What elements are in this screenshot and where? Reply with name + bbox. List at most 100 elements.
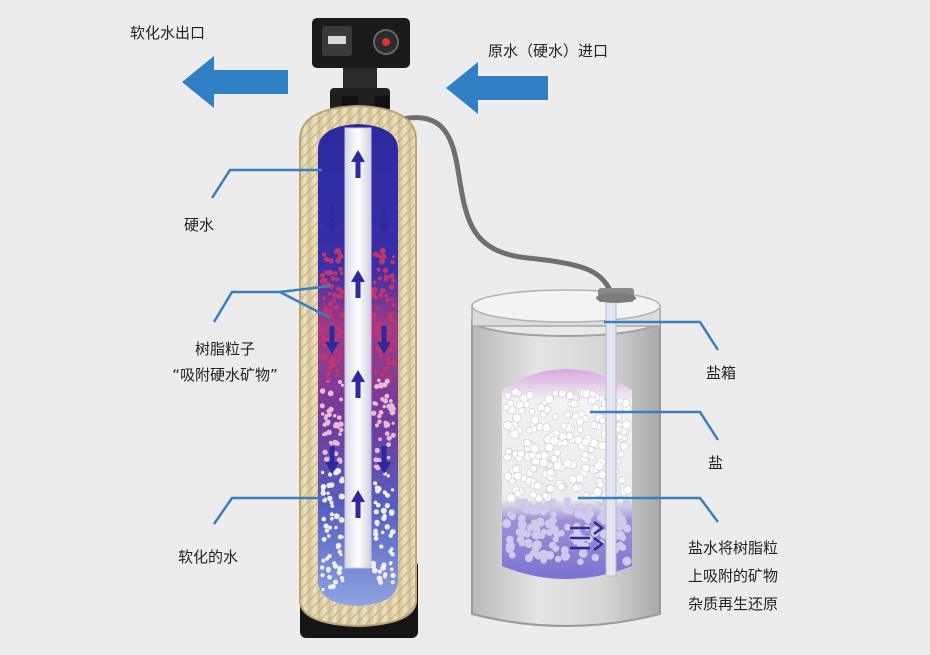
label-brine-line1: 盐水将树脂粒 <box>688 539 779 557</box>
resin-bead <box>392 254 396 259</box>
salt-pellet <box>533 481 542 491</box>
salt-pellet <box>575 502 584 510</box>
salt-pellet <box>517 450 525 458</box>
resin-bead <box>328 472 333 477</box>
salt-pellet <box>584 503 593 512</box>
salt-pellet <box>548 516 557 525</box>
resin-bead <box>331 364 336 369</box>
resin-bead <box>323 523 329 529</box>
resin-bead <box>384 503 390 509</box>
resin-bead <box>333 441 337 446</box>
resin-bead <box>320 484 327 490</box>
label-softened-water: 软化的水 <box>178 548 239 566</box>
salt-pellet <box>558 389 567 398</box>
salt-pellet <box>597 470 607 479</box>
resin-bead <box>336 359 341 364</box>
resin-bead <box>377 414 382 419</box>
salt-pellet <box>508 512 517 521</box>
resin-bead <box>373 369 378 374</box>
resin-bead <box>389 273 395 279</box>
resin-bead <box>327 292 332 296</box>
salt-pellet <box>543 501 552 510</box>
salt-pellet <box>570 399 579 408</box>
resin-bead <box>390 359 397 366</box>
resin-bead <box>390 339 396 345</box>
salt-pellet <box>535 452 543 460</box>
resin-bead <box>329 500 334 505</box>
resin-bead <box>332 298 337 303</box>
resin-bead <box>329 308 333 312</box>
resin-bead <box>373 481 378 486</box>
resin-bead <box>325 422 330 426</box>
resin-bead <box>336 326 341 331</box>
resin-bead <box>391 421 395 425</box>
resin-bead <box>390 572 396 579</box>
resin-bead <box>386 455 391 460</box>
resin-bead <box>340 383 344 387</box>
salt-pellet <box>622 556 632 566</box>
salt-pellet <box>529 465 538 473</box>
resin-bead <box>338 293 344 299</box>
resin-bead <box>383 572 388 577</box>
resin-bead <box>328 283 334 290</box>
resin-bead <box>373 509 379 515</box>
brine-tank <box>471 288 661 627</box>
salt-pellet <box>509 429 520 439</box>
resin-bead <box>373 280 377 285</box>
resin-bead <box>333 414 337 418</box>
resin-bead <box>321 587 325 592</box>
salt-pellet <box>522 438 531 447</box>
outlet-arrow-icon <box>182 56 288 108</box>
salt-pellet <box>504 392 512 400</box>
salt-pellet <box>508 551 516 559</box>
salt-pellet <box>568 474 578 484</box>
resin-bead <box>374 423 380 428</box>
resin-bead <box>386 474 390 478</box>
resin-bead <box>385 297 390 303</box>
salt-pellet <box>617 530 625 539</box>
resin-bead <box>389 530 394 534</box>
resin-bead <box>390 552 395 557</box>
resin-bead <box>326 377 331 382</box>
resin-bead <box>388 399 393 403</box>
resin-bead <box>322 537 326 541</box>
resin-bead <box>328 258 334 264</box>
salt-pellet <box>563 523 572 531</box>
salt-pellet <box>525 426 533 434</box>
salt-pellet <box>616 433 624 441</box>
resin-bead <box>334 305 339 310</box>
resin-bead <box>379 258 385 265</box>
resin-bead <box>330 276 335 280</box>
resin-bead <box>332 563 338 569</box>
resin-bead <box>322 449 328 455</box>
resin-bead <box>337 333 342 338</box>
resin-bead <box>372 401 377 406</box>
salt-pellet <box>617 450 625 458</box>
salt-pellet <box>525 391 535 400</box>
resin-bead <box>337 549 342 554</box>
salt-pellet <box>529 491 537 499</box>
resin-bead <box>384 431 390 436</box>
resin-bead <box>380 287 386 294</box>
salt-pellet <box>530 444 540 454</box>
resin-bead <box>328 525 332 530</box>
salt-pellet <box>560 422 568 430</box>
resin-bead <box>379 372 385 377</box>
resin-bead <box>376 575 383 582</box>
resin-bead <box>326 429 332 435</box>
resin-bead <box>380 565 387 571</box>
salt-pellet <box>615 523 624 532</box>
salt-pellet <box>598 417 606 425</box>
salt-pellet <box>506 399 514 408</box>
resin-bead <box>335 348 339 353</box>
resin-bead <box>390 318 395 323</box>
resin-bead <box>320 336 327 342</box>
resin-bead <box>329 512 334 517</box>
resin-bead <box>330 504 335 508</box>
resin-bead <box>337 253 344 259</box>
resin-bead <box>390 259 395 265</box>
label-resin-line1: 树脂粒子 <box>194 340 255 358</box>
salt-pellet <box>539 410 547 418</box>
resin-bead <box>377 378 381 383</box>
